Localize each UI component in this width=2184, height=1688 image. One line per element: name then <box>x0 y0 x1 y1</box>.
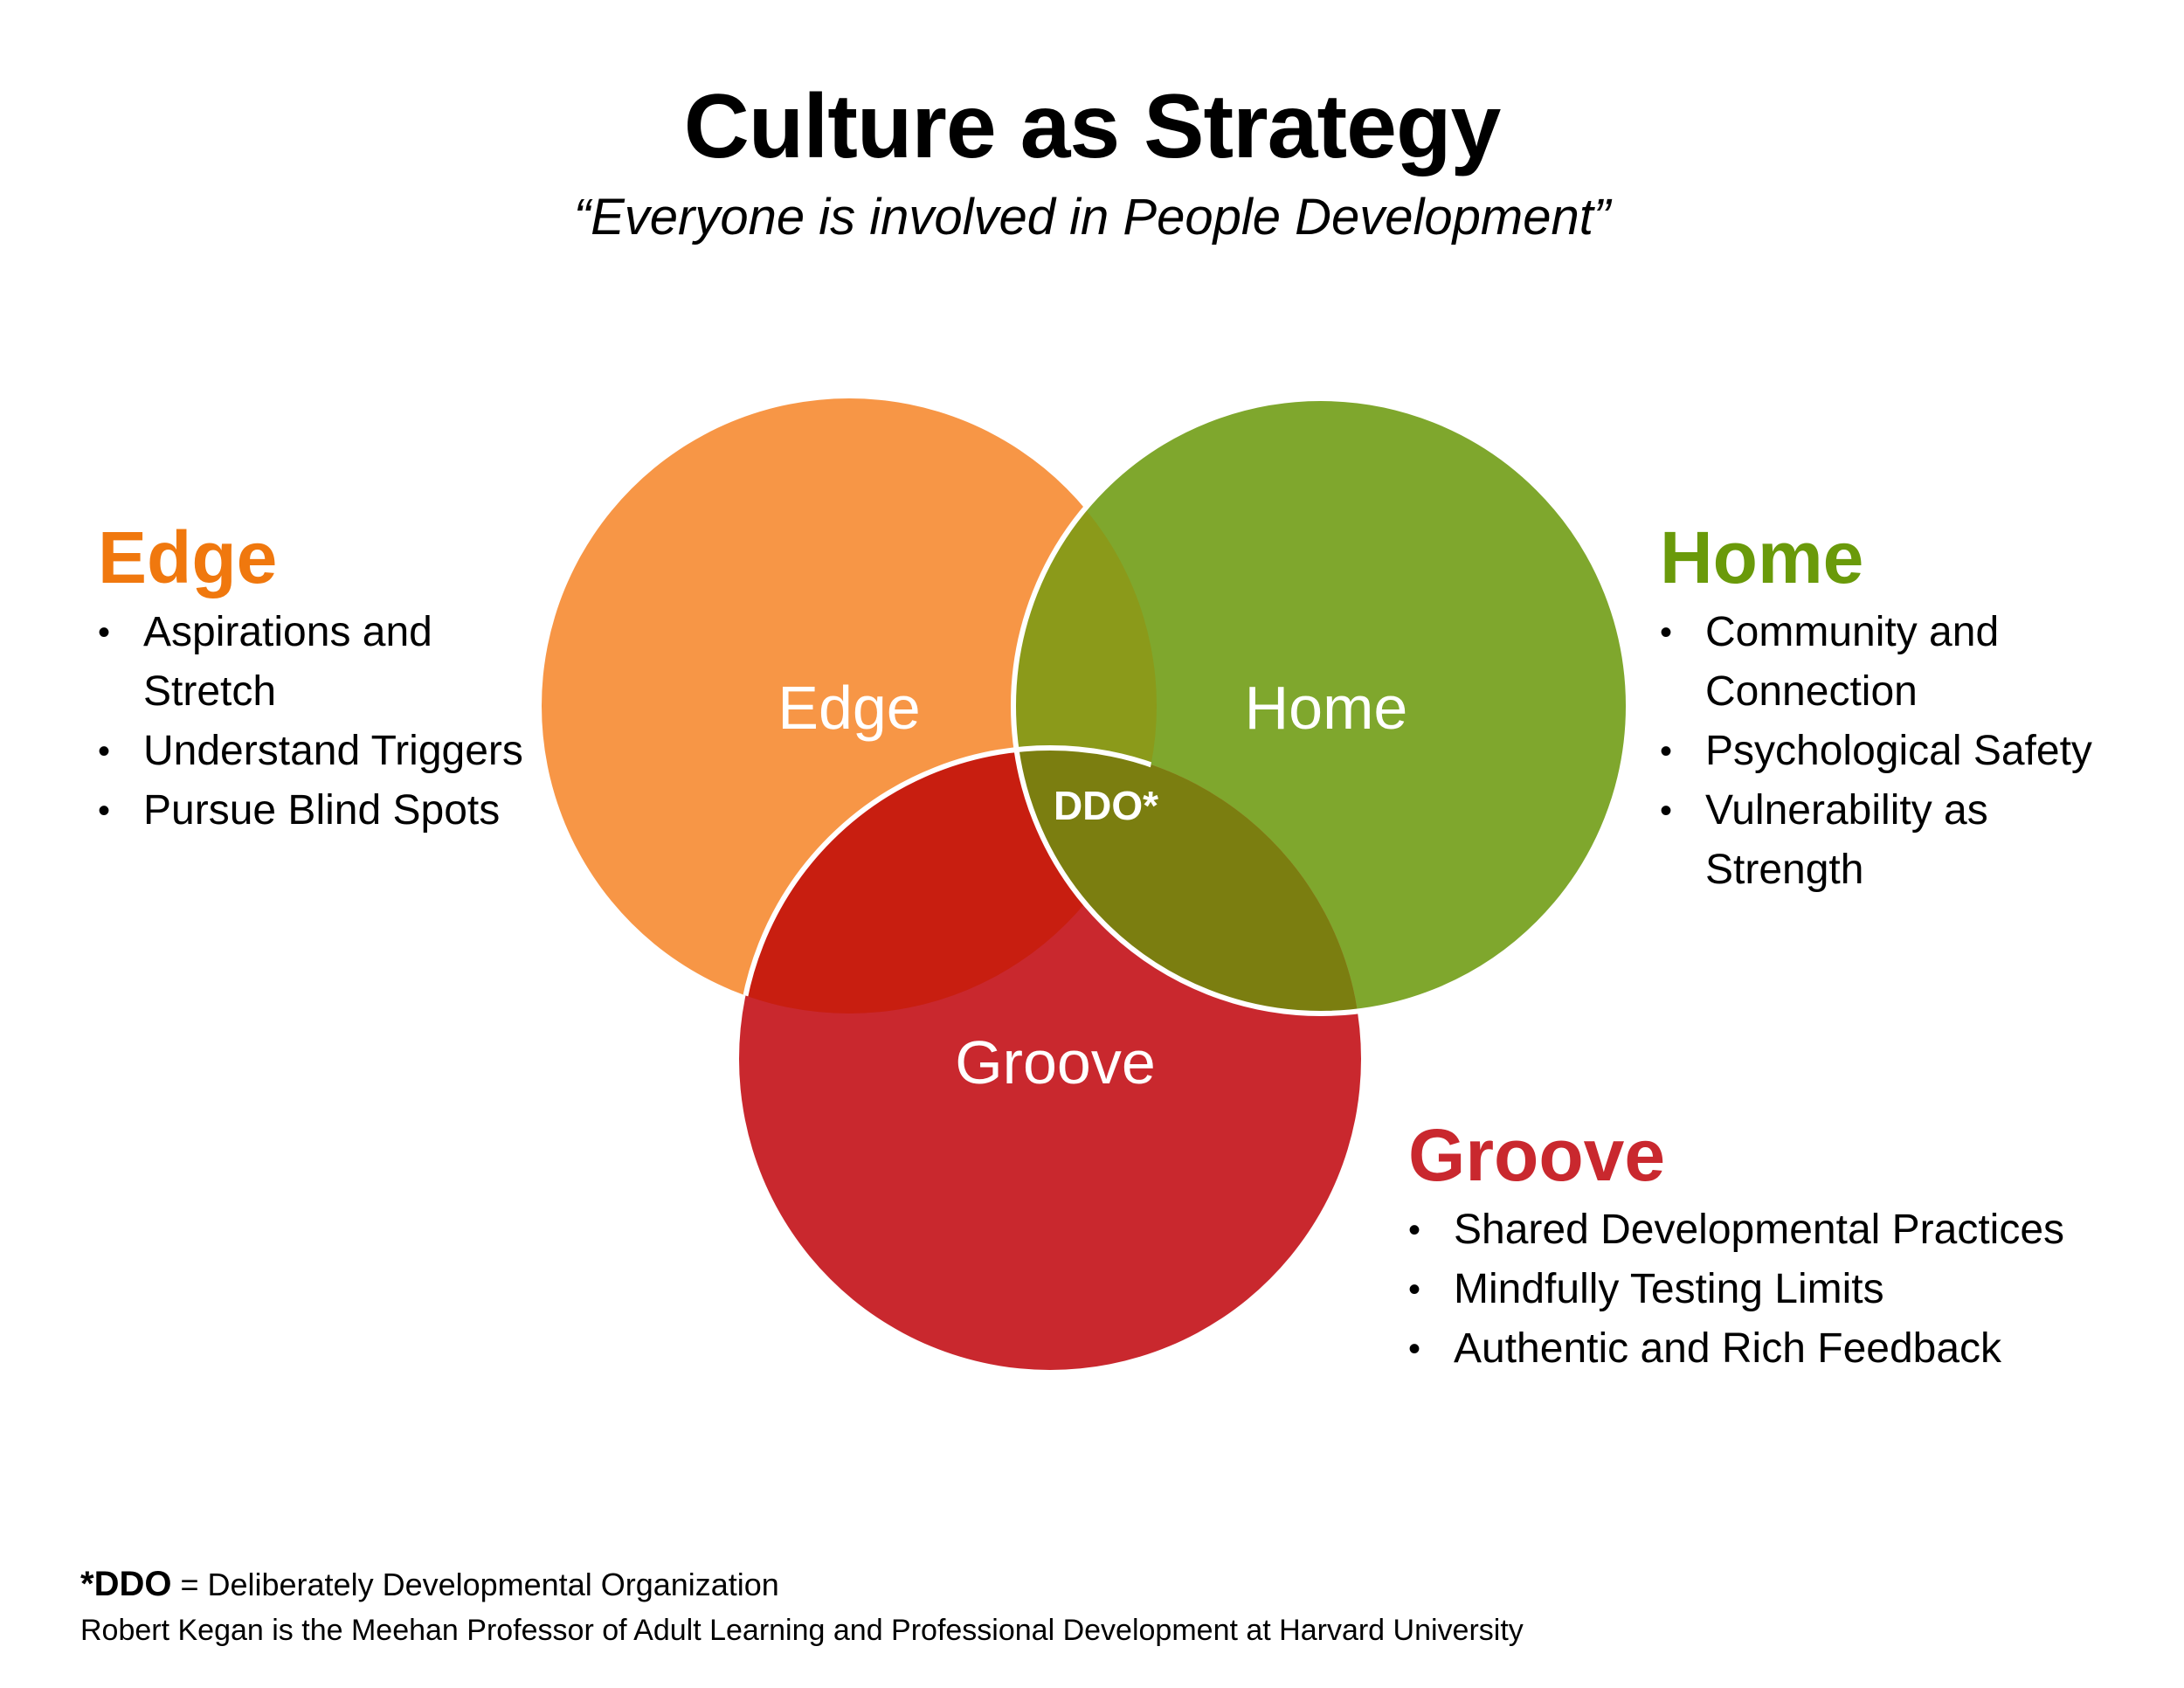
list-item: Authentic and Rich Feedback <box>1408 1319 2072 1379</box>
list-item: Understand Triggers <box>98 722 570 781</box>
home-groove-overlap <box>1013 748 1361 1013</box>
home-circle-outline <box>1011 396 1631 1016</box>
edge-heading: Edge <box>98 516 278 598</box>
edge-list: Aspirations and Stretch Understand Trigg… <box>98 603 570 841</box>
groove-list: Shared Developmental Practices Mindfully… <box>1408 1200 2072 1379</box>
edge-groove-overlap <box>739 748 1157 1013</box>
home-section: Home Community and Connection Psychologi… <box>1660 517 2149 900</box>
ddo-footnote: *DDO = Deliberately Developmental Organi… <box>80 1562 779 1607</box>
home-list: Community and Connection Psychological S… <box>1660 603 2149 900</box>
list-item: Vulnerability as Strength <box>1660 781 2149 900</box>
list-item: Psychological Safety <box>1660 722 2149 781</box>
list-item: Pursue Blind Spots <box>98 781 570 841</box>
groove-heading: Groove <box>1408 1114 1666 1196</box>
ddo-center-label: DDO* <box>1054 783 1158 828</box>
page-subtitle: “Everyone is involved in People Developm… <box>573 189 1611 246</box>
ddo-definition: = Deliberately Developmental Organizatio… <box>171 1567 779 1602</box>
groove-section: Groove Shared Developmental Practices Mi… <box>1408 1114 2072 1380</box>
groove-circle-outline <box>736 745 1157 1013</box>
list-item: Aspirations and Stretch <box>98 603 570 722</box>
home-circle-label: Home <box>1245 674 1408 742</box>
page-title: Culture as Strategy <box>683 76 1502 177</box>
list-item: Mindfully Testing Limits <box>1408 1260 2072 1319</box>
edge-circle-label: Edge <box>778 674 920 742</box>
edge-section: Edge Aspirations and Stretch Understand … <box>98 517 570 841</box>
list-item: Shared Developmental Practices <box>1408 1200 2072 1260</box>
credit-line: Robert Kegan is the Meehan Professor of … <box>80 1614 1524 1647</box>
home-heading: Home <box>1660 516 1864 598</box>
list-item: Community and Connection <box>1660 603 2149 722</box>
groove-circle-label: Groove <box>955 1028 1156 1097</box>
ddo-term: *DDO <box>80 1565 172 1603</box>
